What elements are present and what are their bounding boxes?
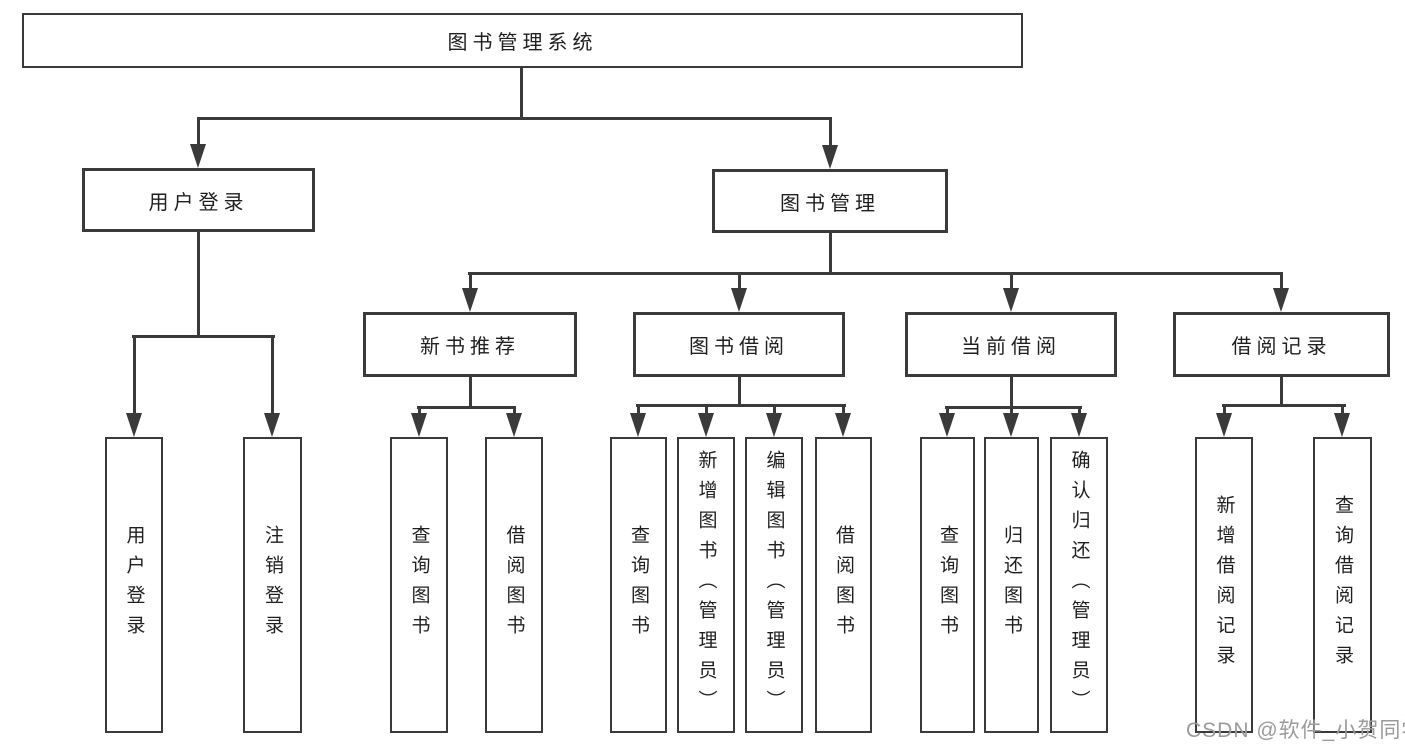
connector-line: [197, 117, 200, 146]
connector-line: [773, 404, 776, 416]
arrow-down-icon: [264, 413, 280, 437]
connector-line: [829, 117, 832, 147]
connector-line: [637, 404, 640, 416]
connector-line: [197, 117, 832, 120]
leaf-borrow-books-recommend: 借阅图书: [485, 437, 543, 733]
arrow-down-icon: [630, 413, 646, 437]
arrow-down-icon: [822, 145, 838, 169]
connector-line: [132, 335, 275, 338]
arrow-down-icon: [1003, 413, 1019, 437]
connector-line: [842, 404, 845, 416]
connector-line: [197, 232, 200, 336]
arrow-down-icon: [1003, 288, 1019, 312]
arrow-down-icon: [939, 413, 955, 437]
node-current-borrowing: 当前借阅: [905, 312, 1117, 377]
leaf-user-login: 用户登录: [105, 437, 163, 733]
leaf-query-books-borrowing: 查询图书: [610, 437, 667, 733]
node-borrowing-records: 借阅记录: [1173, 312, 1390, 377]
connector-line: [636, 404, 846, 407]
connector-line: [1010, 272, 1013, 289]
node-book-management: 图书管理: [712, 169, 948, 233]
node-library-management-system: 图书管理系统: [22, 13, 1023, 68]
leaf-add-book-admin: 新增图书（管理员）: [677, 437, 735, 733]
connector-line: [1010, 406, 1013, 416]
connector-line: [418, 406, 421, 416]
arrow-down-icon: [1071, 413, 1087, 437]
connector-line: [469, 272, 472, 289]
connector-line: [468, 272, 1283, 275]
connector-line: [513, 406, 516, 416]
leaf-query-books-current: 查询图书: [920, 437, 975, 733]
connector-line: [738, 272, 741, 289]
arrow-down-icon: [1334, 413, 1350, 437]
connector-line: [1280, 272, 1283, 289]
leaf-add-borrow-record: 新增借阅记录: [1195, 437, 1253, 733]
connector-line: [520, 68, 523, 118]
leaf-borrow-books-borrowing: 借阅图书: [815, 437, 872, 733]
connector-line: [705, 404, 708, 416]
connector-line: [829, 233, 832, 273]
node-user-login-group: 用户登录: [82, 168, 315, 232]
connector-line: [417, 406, 516, 409]
arrow-down-icon: [698, 413, 714, 437]
leaf-query-books-recommend: 查询图书: [390, 437, 448, 733]
connector-line: [946, 406, 949, 416]
connector-line: [1010, 377, 1013, 407]
connector-line: [1341, 404, 1344, 416]
leaf-return-books: 归还图书: [984, 437, 1039, 733]
arrow-down-icon: [411, 413, 427, 437]
connector-line: [1078, 406, 1081, 416]
connector-line: [1280, 377, 1283, 405]
arrow-down-icon: [190, 144, 206, 168]
connector-line: [1223, 404, 1226, 416]
arrow-down-icon: [1273, 288, 1289, 312]
arrow-down-icon: [462, 288, 478, 312]
connector-line: [738, 377, 741, 405]
arrow-down-icon: [766, 413, 782, 437]
watermark: CSDN @软件_小贺同学: [1186, 719, 1405, 742]
node-book-borrowing: 图书借阅: [633, 312, 845, 377]
connector-line: [271, 335, 274, 417]
arrow-down-icon: [1216, 413, 1232, 437]
leaf-logout: 注销登录: [243, 437, 302, 733]
arrow-down-icon: [731, 288, 747, 312]
connector-line: [945, 406, 1082, 409]
leaf-query-borrow-record: 查询借阅记录: [1313, 437, 1372, 733]
node-new-book-recommend: 新书推荐: [363, 312, 577, 377]
arrow-down-icon: [126, 413, 142, 437]
connector-line: [133, 335, 136, 417]
connector-line: [469, 377, 472, 407]
arrow-down-icon: [506, 413, 522, 437]
leaf-confirm-return-admin: 确认归还（管理员）: [1050, 437, 1108, 733]
connector-line: [1222, 404, 1346, 407]
arrow-down-icon: [835, 413, 851, 437]
leaf-edit-book-admin: 编辑图书（管理员）: [745, 437, 803, 733]
